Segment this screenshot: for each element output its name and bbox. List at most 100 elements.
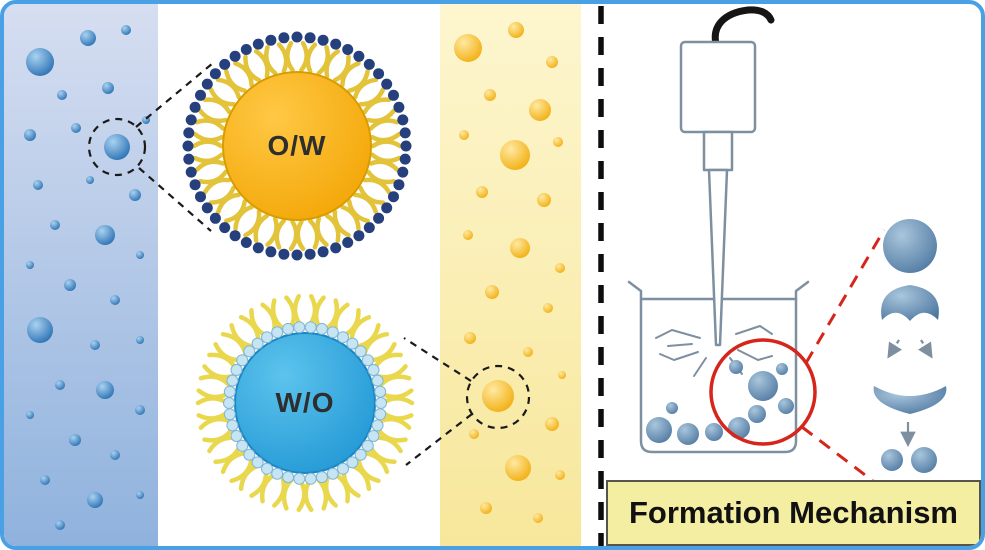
water-droplet: [87, 492, 103, 508]
dispersed-droplet: [748, 371, 778, 401]
water-droplet: [129, 189, 141, 201]
droplet-divided-icon: [881, 449, 903, 471]
oil-droplet: [469, 429, 479, 439]
water-droplet: [64, 279, 76, 291]
dispersed-droplet: [728, 417, 750, 439]
dispersed-droplet: [705, 423, 723, 441]
oil-droplet: [546, 56, 558, 68]
callout-line: [135, 62, 214, 128]
ow-micelle-label: O/W: [267, 130, 327, 161]
wo-micelle-label: W/O: [275, 387, 335, 418]
water-droplet: [33, 180, 43, 190]
banner-text: Formation Mechanism: [629, 495, 958, 530]
magnifier-right: [403, 337, 531, 466]
oil-droplet: [555, 470, 565, 480]
water-droplet: [80, 30, 96, 46]
water-droplet: [26, 261, 34, 269]
oil-droplet: [545, 417, 559, 431]
water-droplet: [27, 317, 53, 343]
oil-droplet: [476, 186, 488, 198]
droplet-breakup-sequence: [873, 219, 947, 473]
water-droplet: [24, 129, 36, 141]
droplet-deformed-icon: [881, 285, 939, 321]
magnifier-left: [87, 62, 214, 232]
oil-droplet: [553, 137, 563, 147]
oil-emulsion-strip: [440, 4, 581, 546]
water-droplet: [110, 450, 120, 460]
oil-droplet: [500, 140, 530, 170]
water-droplet: [69, 434, 81, 446]
water-droplet: [136, 251, 144, 259]
water-droplet: [50, 220, 60, 230]
ow-micelle: [182, 31, 412, 261]
water-droplet: [86, 176, 94, 184]
oil-droplet: [480, 502, 492, 514]
water-droplet: [40, 475, 50, 485]
callout-line: [138, 167, 212, 232]
water-droplet: [26, 48, 54, 76]
oil-droplet: [508, 22, 524, 38]
homogenizer-motor: [679, 40, 757, 134]
homogenizer-setup: [627, 6, 947, 473]
oil-droplet: [537, 193, 551, 207]
dispersed-droplet: [666, 402, 678, 414]
oil-droplet: [558, 371, 566, 379]
oil-droplet: [529, 99, 551, 121]
water-droplet: [136, 336, 144, 344]
water-droplet: [57, 90, 67, 100]
oil-droplet: [464, 332, 476, 344]
oil-droplet: [505, 455, 531, 481]
wo-micelle: [195, 293, 415, 513]
water-droplet: [55, 520, 65, 530]
beaker-icon: [627, 280, 810, 454]
homogenizer-neck: [702, 130, 734, 172]
power-cord-icon: [711, 6, 775, 48]
formation-mechanism-banner: Formation Mechanism: [606, 480, 981, 546]
oil-droplet: [543, 303, 553, 313]
droplet-divided-icon: [911, 447, 937, 473]
water-droplet: [26, 411, 34, 419]
water-droplet: [96, 381, 114, 399]
water-droplet: [71, 123, 81, 133]
dashed-circle-water-droplet: [87, 117, 147, 177]
droplet-splitting-icon: [873, 386, 947, 414]
oil-droplet: [484, 89, 496, 101]
water-droplet: [102, 82, 114, 94]
red-zoom-circle-icon: [709, 338, 817, 446]
oil-droplet: [463, 230, 473, 240]
oil-droplet: [485, 285, 499, 299]
water-droplet: [90, 340, 100, 350]
dispersed-droplet: [776, 363, 788, 375]
splash-lines: [655, 325, 773, 377]
droplet-sphere-icon: [883, 219, 937, 273]
dispersed-droplet: [677, 423, 699, 445]
dispersed-droplet: [778, 398, 794, 414]
oil-droplet: [482, 380, 514, 412]
oil-droplet: [454, 34, 482, 62]
oil-droplet: [533, 513, 543, 523]
red-dashed-line: [804, 229, 886, 364]
water-droplet: [104, 134, 130, 160]
dispersed-droplet: [748, 405, 766, 423]
beaker-droplets: [646, 360, 794, 445]
oil-droplet: [510, 238, 530, 258]
emulsion-graphics: [4, 4, 581, 546]
oil-droplet: [459, 130, 469, 140]
water-droplet: [136, 491, 144, 499]
dispersed-droplet: [729, 360, 743, 374]
dispersed-droplet: [646, 417, 672, 443]
split-arrow-icon: [887, 339, 903, 359]
water-droplet: [55, 380, 65, 390]
water-droplet: [110, 295, 120, 305]
oil-droplet: [523, 347, 533, 357]
water-droplet: [121, 25, 131, 35]
split-arrow-icon: [917, 339, 933, 359]
water-emulsion-strip: [4, 4, 158, 546]
callout-line: [403, 337, 472, 382]
callout-line: [405, 413, 473, 466]
water-droplet: [95, 225, 115, 245]
oil-droplet: [555, 263, 565, 273]
water-droplet: [135, 405, 145, 415]
